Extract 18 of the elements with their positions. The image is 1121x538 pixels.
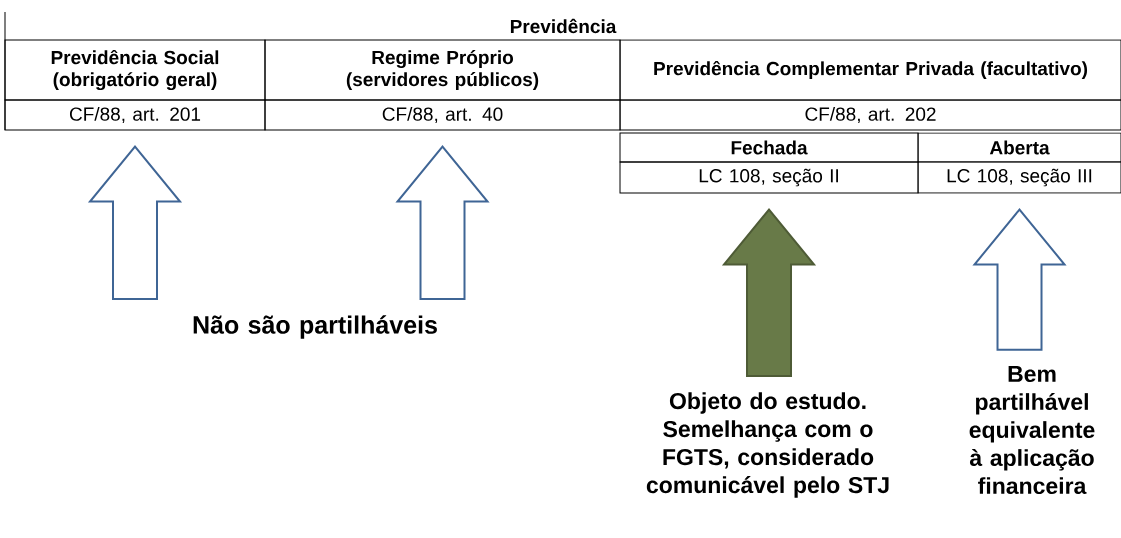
column-header: Aberta — [917, 132, 1121, 163]
note-text: Objeto do estudo. Semelhança com o FGTS, considerado comunicável pelo STJ — [646, 392, 889, 498]
column-header: Previdência Social (obrigatório geral) — [4, 39, 266, 101]
note-text: Não são partilháveis — [193, 315, 437, 339]
table-cell: LC 108, seção III — [917, 161, 1121, 194]
table-cell: CF/88, art. 202 — [619, 99, 1121, 131]
column-header: Fechada — [619, 132, 919, 163]
block-arrow — [395, 144, 490, 301]
block-arrow — [87, 144, 183, 301]
table-cell: CF/88, art. 201 — [4, 99, 266, 131]
table-cell: CF/88, art. 40 — [264, 99, 621, 131]
table-cell: LC 108, seção II — [619, 161, 919, 194]
note-text: Bem partilhável equivalente à aplicação financeira — [969, 366, 1095, 494]
block-arrow — [721, 207, 817, 378]
table-title: Previdência — [510, 18, 617, 34]
block-arrow — [972, 207, 1067, 351]
column-header: Regime Próprio (servidores públicos) — [264, 39, 621, 101]
column-header: Previdência Complementar Privada (facultativo) — [619, 39, 1121, 101]
